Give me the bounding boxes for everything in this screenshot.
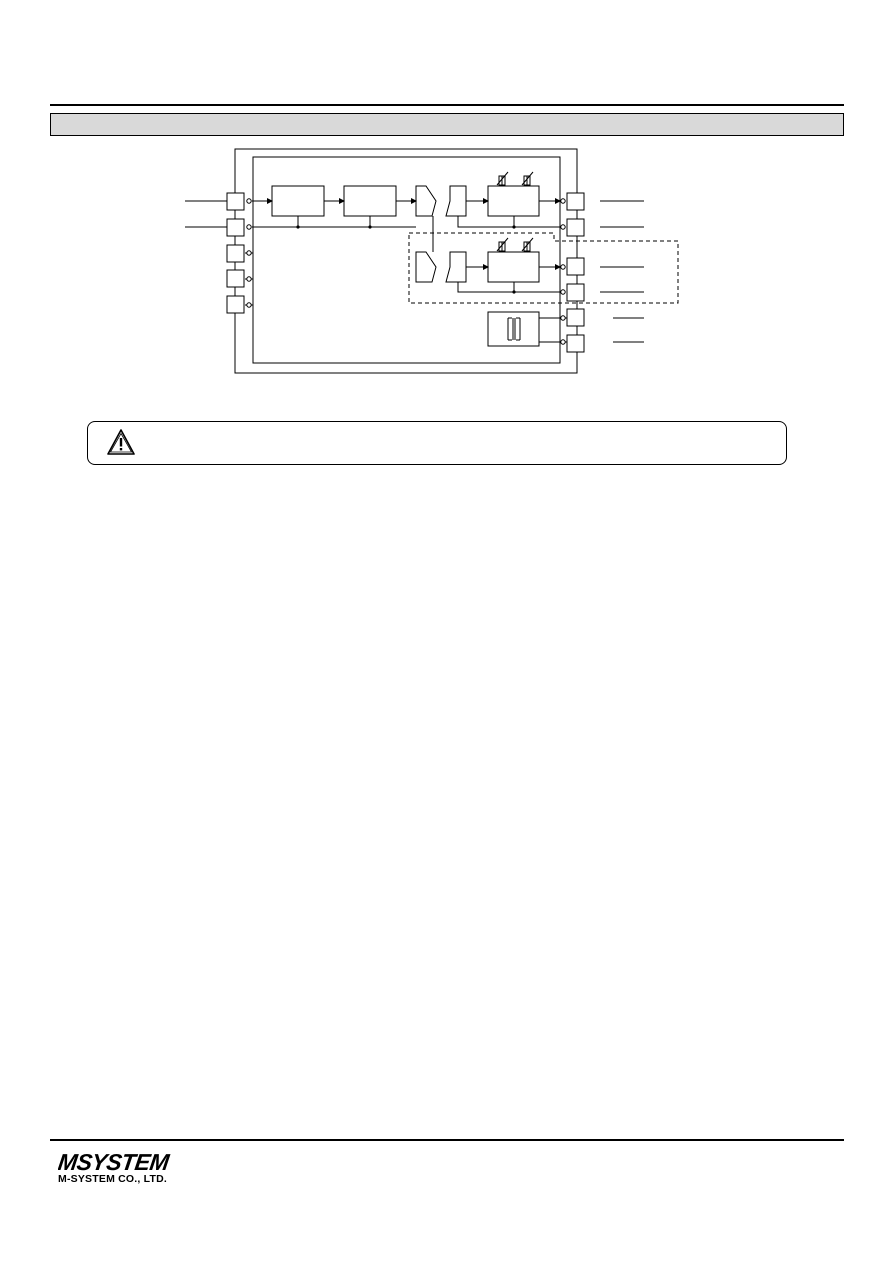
input-terminal-3 [226,244,245,263]
input-terminal-1 [226,192,245,211]
power-terminal-1 [566,308,585,327]
optional-output-boundary [408,232,679,304]
input-terminal-2 [226,218,245,237]
footer-rule [50,1139,844,1141]
output-terminal-4 [566,283,585,302]
warning-box [87,421,787,465]
input-terminal-4 [226,269,245,288]
input-circuit-block [271,185,325,217]
company-logo: MSYSTEM [58,1150,190,1188]
warning-triangle-icon [107,429,135,455]
housing-outer [234,148,578,374]
housing-inner [252,156,561,364]
output-1-block [487,185,540,217]
company-name: M-SYSTEM CO., LTD. [58,1173,167,1185]
block-diagram [185,148,679,374]
power-terminal-2 [566,334,585,353]
output-2-block [487,251,540,283]
section-header-bar [50,113,844,136]
converter-block [343,185,397,217]
output-terminal-1 [566,192,585,211]
power-transformer-block [487,311,540,347]
logo-wordmark: MSYSTEM [58,1150,172,1174]
output-terminal-3 [566,257,585,276]
input-terminal-5 [226,295,245,314]
output-terminal-2 [566,218,585,237]
header-rule [50,104,844,106]
